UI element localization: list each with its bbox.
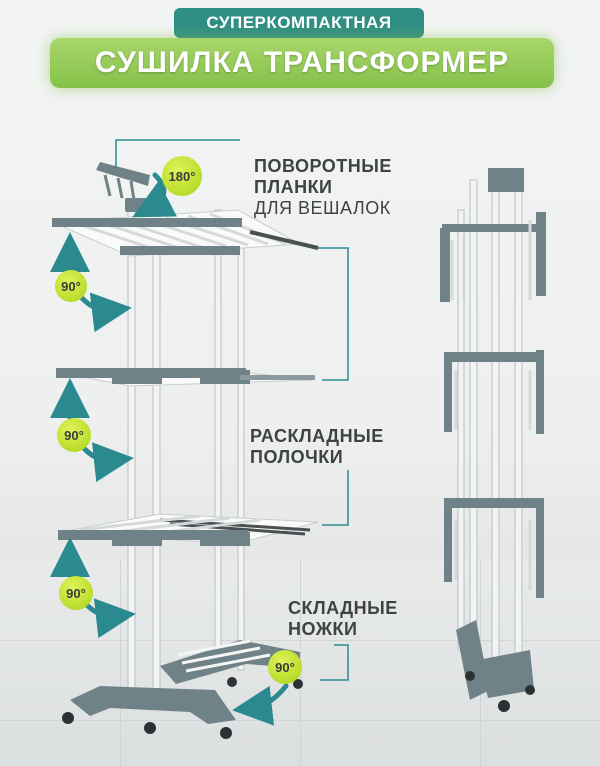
shelf-middle <box>55 368 315 387</box>
title-banner: СУШИЛКА ТРАНСФОРМЕР <box>50 38 554 88</box>
arrow-down <box>79 292 132 333</box>
folded-leg <box>456 620 490 700</box>
pole <box>491 189 500 691</box>
base <box>62 639 303 739</box>
folded-leg <box>478 650 534 698</box>
label-line: РАСКЛАДНЫЕ <box>250 426 384 446</box>
callout-bracket <box>320 644 349 681</box>
rotation-arrows <box>50 172 289 726</box>
folded-shelf-side <box>536 350 544 434</box>
label-folding-legs: СКЛАДНЫЕ НОЖКИ <box>288 598 398 640</box>
angle-badge-90: 90° <box>59 576 93 610</box>
angle-badge-180: 180° <box>162 156 202 196</box>
arrow-180 <box>132 172 177 218</box>
tagline-badge: СУПЕРКОМПАКТНАЯ <box>174 8 424 38</box>
arrow-legs <box>232 683 289 726</box>
callout-bracket <box>318 247 349 381</box>
folded-shelf-top <box>442 224 546 232</box>
floor-tile-line <box>0 720 600 721</box>
label-line: НОЖКИ <box>288 619 358 639</box>
label-folding-shelves: РАСКЛАДНЫЕ ПОЛОЧКИ <box>250 426 384 468</box>
callout-lines <box>115 139 349 681</box>
label-line: СКЛАДНЫЕ <box>288 598 398 618</box>
floor-tile-line <box>120 560 121 766</box>
label-rotating-bars: ПОВОРОТНЫЕ ПЛАНКИ ДЛЯ ВЕШАЛОК <box>254 156 392 219</box>
folded-shelf-side <box>536 212 546 296</box>
pole <box>514 179 523 661</box>
callout-bracket <box>322 470 349 526</box>
angle-badge-90: 90° <box>268 650 302 684</box>
pole <box>214 209 222 661</box>
label-line: ДЛЯ ВЕШАЛОК <box>254 198 391 218</box>
rotating-bar <box>96 162 150 186</box>
folded-shelf-bottom <box>444 498 544 508</box>
label-line: ПОВОРОТНЫЕ <box>254 156 392 176</box>
folded-shelf-side <box>444 508 452 582</box>
folded-shelf-side <box>444 358 452 432</box>
floor-tile-line <box>0 640 600 641</box>
callout-line <box>115 139 240 168</box>
shelf-bottom <box>58 513 319 546</box>
folded-shelf-side <box>536 498 544 598</box>
pole <box>469 179 478 661</box>
folded-dryer <box>440 168 546 712</box>
arrow-down <box>79 442 134 482</box>
pole <box>127 209 136 691</box>
pole <box>237 219 245 671</box>
angle-badge-90: 90° <box>57 418 91 452</box>
pole <box>152 219 161 701</box>
folded-shelf-side <box>440 228 450 302</box>
label-line: ПОЛОЧКИ <box>250 447 344 467</box>
top-hub <box>488 168 524 192</box>
label-line: ПЛАНКИ <box>254 177 333 197</box>
shelf-top <box>51 209 319 257</box>
angle-badge-90: 90° <box>55 270 87 302</box>
folded-shelf-middle <box>444 352 544 362</box>
